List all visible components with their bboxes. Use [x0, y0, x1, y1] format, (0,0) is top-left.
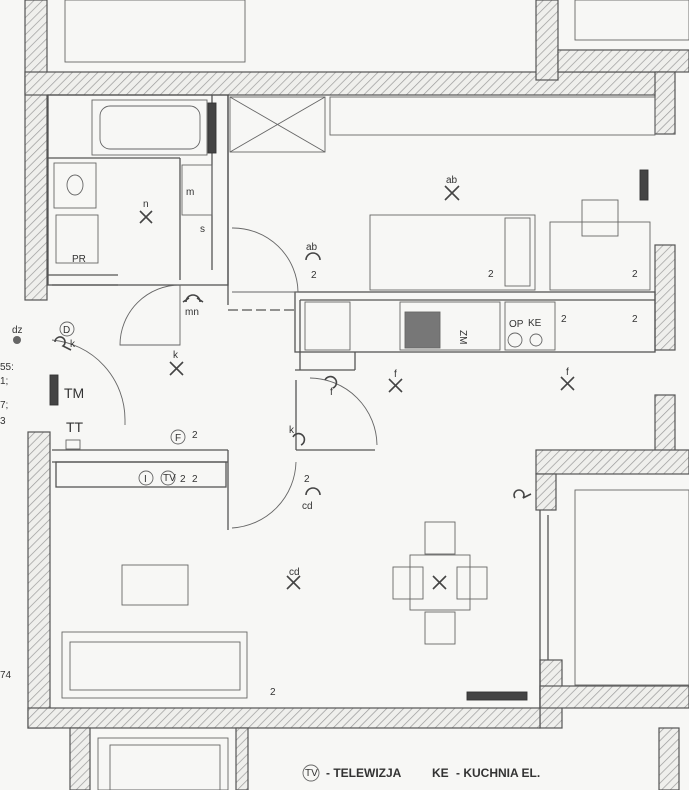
kitchen-light-label: f: [566, 367, 569, 378]
socket-count: 2: [311, 270, 317, 281]
legend-text: - TELEWIZJA: [326, 766, 402, 780]
sink-cabinet: [399, 301, 501, 351]
bedroom-switch-label: ab: [306, 242, 318, 253]
labels: n PR m s k mn D dz k TM TT F 2 I TV 2 2 …: [12, 175, 638, 698]
legend-symbol: KE: [432, 766, 449, 780]
hall-light-label: k: [173, 350, 179, 361]
living-door: [231, 461, 297, 529]
switch-label: k: [289, 425, 295, 436]
stove: [504, 301, 556, 351]
legend-tv-icon: [302, 764, 320, 782]
stove-label: KE: [528, 318, 542, 329]
socket-count: 2: [632, 314, 638, 325]
radiator: [639, 169, 649, 201]
living-switch-label: cd: [302, 501, 313, 512]
phone-label: F: [175, 433, 181, 444]
bedroom-door: [231, 227, 299, 293]
socket-count: 2: [270, 687, 276, 698]
kitchen-light-label: f: [394, 369, 397, 380]
socket-count: 2: [180, 474, 186, 485]
toilet: [53, 162, 97, 209]
sink-label: m: [186, 187, 194, 198]
radiator: [207, 102, 217, 154]
neighbour-outlines: [64, 0, 689, 790]
table: [121, 564, 189, 606]
meter-label: TM: [64, 385, 84, 401]
margin-text: 1;: [0, 376, 8, 387]
radiator: [466, 691, 528, 701]
kitchen-door: [309, 377, 378, 446]
margin-text: 55:: [0, 362, 14, 373]
doors: [51, 227, 378, 529]
socket-count: 2: [192, 474, 198, 485]
bathroom-light-label: n: [143, 199, 149, 210]
intercom-label: D: [63, 325, 70, 336]
fridge-label: ZM: [457, 330, 468, 344]
furniture: [49, 96, 656, 701]
bathroom-door: [119, 284, 181, 346]
margin-text: 7;: [0, 400, 8, 411]
bed: [369, 214, 536, 291]
socket-count: 2: [304, 474, 310, 485]
meter-box: [49, 374, 59, 406]
electrical-symbols: [54, 252, 532, 499]
socket-count: 2: [561, 314, 567, 325]
legend-text: - KUCHNIA EL.: [456, 766, 540, 780]
sink-socket-label: s: [200, 224, 205, 235]
bathtub: [91, 99, 208, 156]
legend: TV - TELEWIZJA KE - KUCHNIA EL.: [305, 766, 540, 780]
doorbell-icon: [13, 336, 21, 344]
entrance-switch-label: k: [70, 339, 76, 350]
bedroom-light-label: ab: [446, 175, 458, 186]
socket-count: 2: [632, 269, 638, 280]
telecom-label: TT: [66, 419, 84, 435]
interior-walls: [47, 94, 656, 708]
kitchen-switch-label: f: [330, 387, 333, 398]
ceiling-lights: [139, 185, 575, 590]
living-light-label: cd: [289, 567, 300, 578]
sink: [181, 164, 213, 216]
walls: [24, 0, 689, 790]
intercom-icon: [59, 321, 75, 337]
internet-label: I: [144, 474, 147, 485]
wardrobe: [329, 96, 656, 136]
dishwasher-label: OP: [509, 319, 524, 330]
socket-count: 2: [192, 430, 198, 441]
entrance-door: [51, 339, 126, 425]
tv-label: TV: [163, 473, 176, 484]
legend-symbol: TV: [305, 768, 318, 779]
socket-count: 2: [488, 269, 494, 280]
margin-text: 3: [0, 416, 6, 427]
washer-label: PR: [72, 254, 86, 265]
phone-socket-icon: [170, 429, 186, 445]
margin-fragments: 55: 1; 7; 3 74: [0, 362, 14, 681]
tv-socket-icon: [160, 470, 176, 486]
washer: [55, 214, 99, 264]
internet-socket-icon: [138, 470, 154, 486]
sofa: [61, 631, 248, 699]
hall-switch-label: mn: [185, 307, 199, 318]
doorbell-label: dz: [12, 325, 23, 336]
shower-tray: [229, 96, 326, 153]
margin-text: 74: [0, 670, 12, 681]
desk: [549, 221, 651, 291]
